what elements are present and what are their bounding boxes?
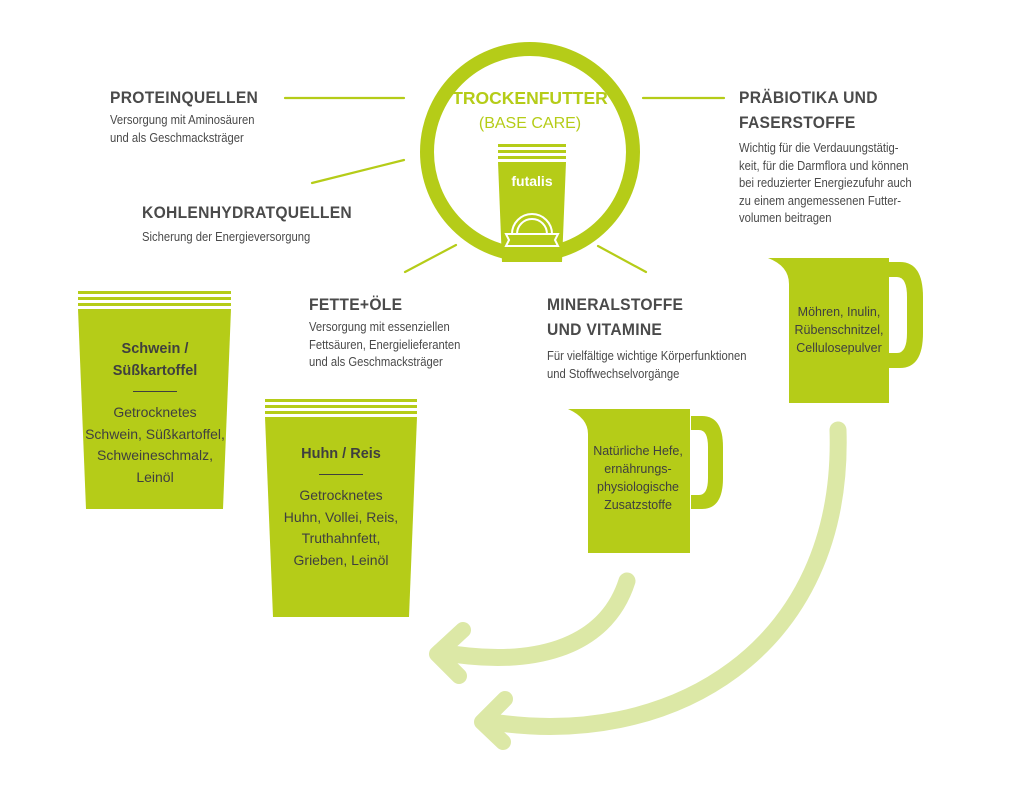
bag-pork-title: Schwein / Süßkartoffel	[112, 341, 198, 379]
jug-minerals	[568, 409, 723, 553]
bag-pork-content: Getrocknetes Schwein, Süßkartoffel, Schw…	[85, 404, 225, 485]
connector-fats	[403, 243, 458, 274]
bag-chicken-text: Huhn / Reis Getrocknetes Huhn, Vollei, R…	[265, 443, 417, 571]
minerals-text: Für vielfältige wichtige Körperfunktione…	[547, 349, 747, 381]
bag-pork-text: Schwein / Süßkartoffel Getrocknetes Schw…	[80, 338, 230, 488]
bag-pork	[78, 291, 231, 509]
fats-text: Versorgung mit essenziellen Fettsäuren, …	[309, 320, 461, 369]
protein-title: PROTEINQUELLEN	[110, 88, 259, 107]
center-title: TROCKENFUTTER	[452, 88, 608, 108]
product-bag	[498, 144, 566, 262]
minerals-title: MINERALSTOFFE UND VITAMINE	[547, 295, 684, 339]
brand-logo: futalis	[511, 173, 553, 189]
jug-prebiotics-text: Möhren, Inulin, Rübenschnitzel, Cellulos…	[794, 305, 884, 355]
connector-lines	[283, 96, 726, 274]
connector-minerals	[596, 244, 648, 274]
arrow-outer-head	[474, 691, 513, 750]
return-arrows	[429, 421, 847, 750]
jug-minerals-text: Natürliche Hefe, ernährungs- physiologis…	[593, 444, 683, 512]
protein-text: Versorgung mit Aminosäuren und als Gesch…	[110, 113, 255, 145]
bag-chicken-content: Getrocknetes Huhn, Vollei, Reis, Truthah…	[283, 487, 399, 568]
arrow-outer	[477, 421, 847, 735]
bag-chicken-title: Huhn / Reis	[301, 446, 381, 462]
arrow-inner	[431, 572, 636, 666]
carbs-title: KOHLENHYDRATQUELLEN	[142, 203, 353, 222]
bag-chicken-divider	[319, 474, 363, 475]
bag-chicken	[265, 399, 417, 617]
connector-carbs	[310, 158, 406, 185]
carbs-text: Sicherung der Energieversorgung	[142, 230, 311, 244]
center-subtitle: (BASE CARE)	[478, 115, 582, 132]
bag-pork-divider	[133, 391, 177, 392]
fats-title: FETTE+ÖLE	[309, 295, 403, 314]
prebiotics-title: PRÄBIOTIKA UND FASERSTOFFE	[739, 88, 878, 132]
prebiotics-text: Wichtig für die Verdauungstätig- keit, f…	[739, 141, 912, 225]
brand-seal-icon	[504, 213, 560, 247]
jug-prebiotics	[768, 258, 923, 403]
arrow-inner-head	[429, 622, 471, 684]
